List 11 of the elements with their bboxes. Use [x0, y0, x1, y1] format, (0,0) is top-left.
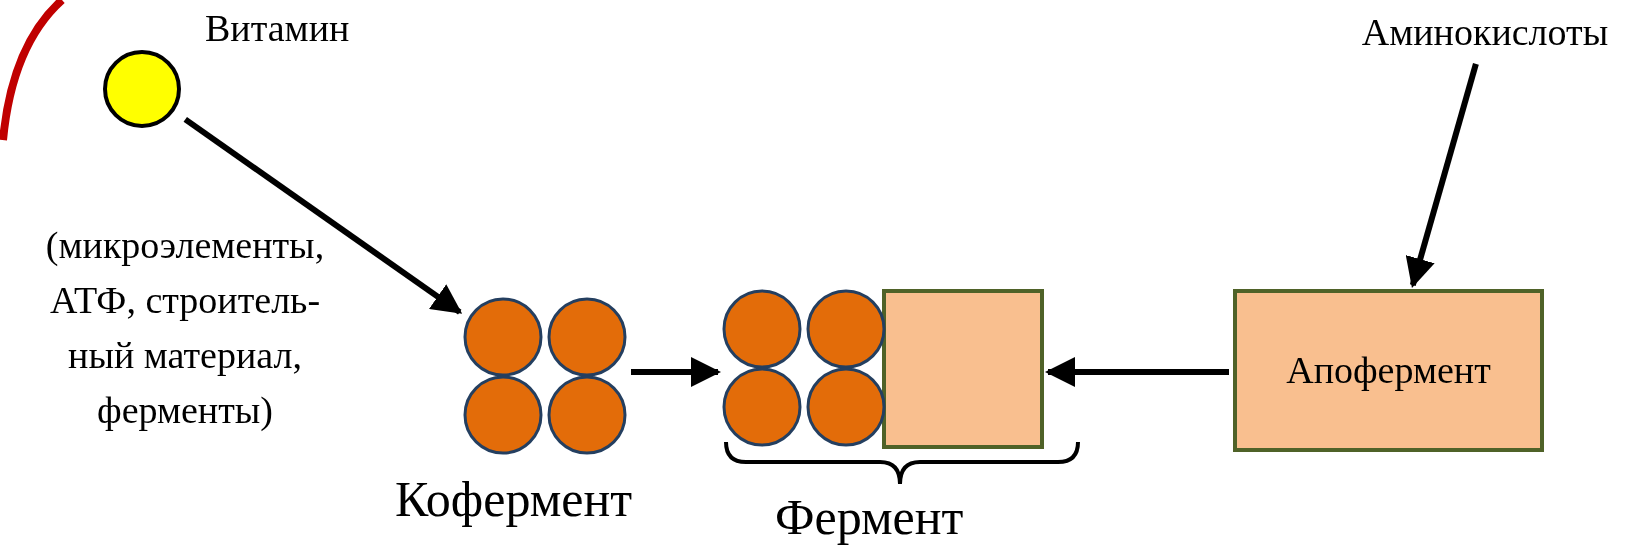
- node-label: Витамин: [205, 6, 350, 51]
- apoenzyme-box: [1233, 289, 1544, 452]
- note-text: (микроэлементы, АТФ, строитель- ный материал, ферменты): [44, 223, 326, 434]
- arrow: [631, 357, 721, 387]
- arrow: [183, 116, 463, 315]
- node-label: Апофермент: [1286, 348, 1491, 393]
- node-label: Кофермент: [395, 470, 633, 529]
- arrow: [1405, 63, 1479, 289]
- node-label: Фермент: [775, 488, 964, 547]
- arrow: [1045, 357, 1229, 387]
- node-label: Аминокислоты: [1361, 10, 1609, 55]
